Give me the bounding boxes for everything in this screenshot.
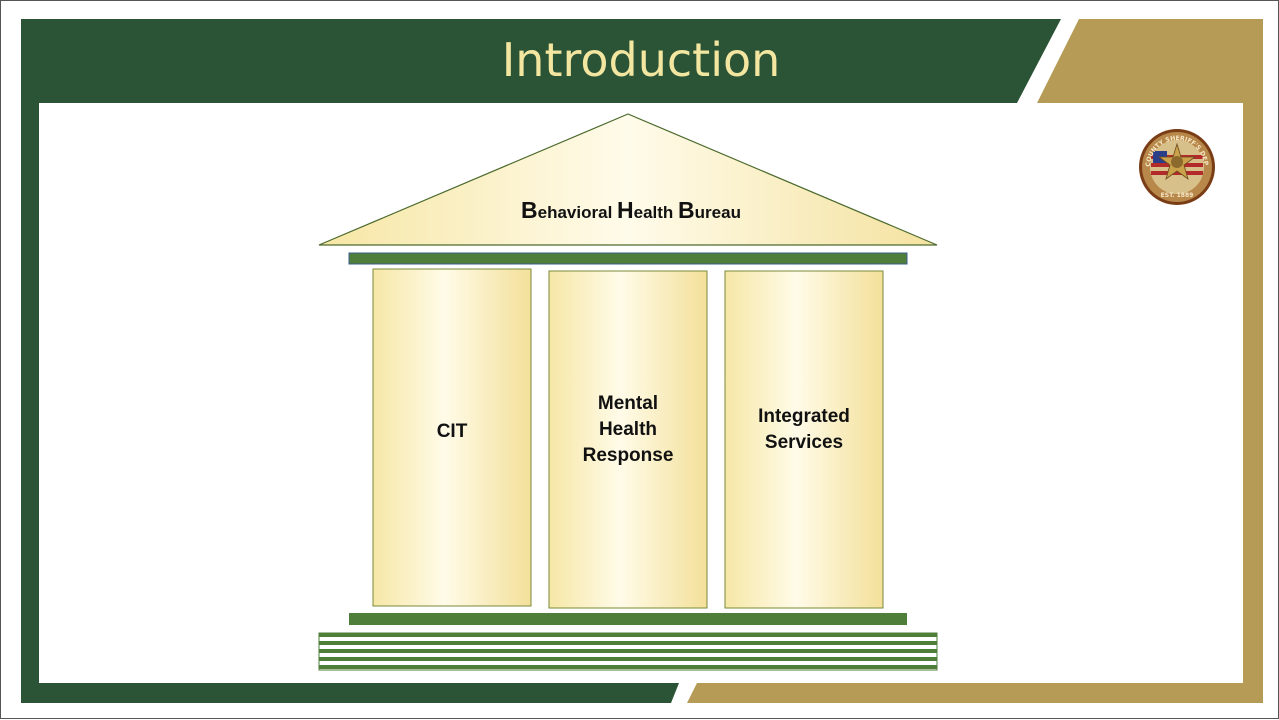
bureau-word-1: ehavioral <box>537 203 618 222</box>
pillar-label-integrated-services: Integrated Services <box>725 404 883 456</box>
pillar-label-mental-health-response: Mental Health Response <box>549 391 707 469</box>
pillar-1-line-1: CIT <box>436 421 468 442</box>
seal-year-text: EST. 1889 <box>1161 192 1194 199</box>
building-pediment <box>318 113 938 246</box>
bureau-word-3: ureau <box>694 203 741 222</box>
title-banner <box>21 19 1061 103</box>
bureau-word-2: ealth <box>633 203 679 222</box>
gold-accent-top <box>1037 19 1263 103</box>
bottom-gold-strip <box>687 683 1263 703</box>
pillar-3-line-2: Services <box>764 432 844 453</box>
pillar-2-line-1: Mental <box>597 393 659 414</box>
sheriff-seal-logo: ORANGE COUNTY SHERIFF'S DEPARTMENT EST. … <box>1137 127 1215 205</box>
pillar-2-line-3: Response <box>582 445 674 466</box>
left-border <box>21 103 39 683</box>
bureau-label: Behavioral Health Bureau <box>391 197 871 224</box>
right-border <box>1243 103 1263 703</box>
pillar-1 <box>372 268 532 607</box>
building-steps <box>318 632 938 671</box>
pillar-2-line-2: Health <box>598 419 658 440</box>
bottom-green-strip <box>21 683 679 703</box>
pillar-3-line-1: Integrated <box>758 406 850 427</box>
bureau-initial-b2: B <box>678 197 695 223</box>
top-beam <box>348 252 908 265</box>
pillar-2 <box>548 270 708 609</box>
bottom-beam <box>349 613 907 625</box>
pillar-3 <box>724 270 884 609</box>
bureau-initial-h: H <box>617 197 634 223</box>
slide-title: Introduction <box>501 33 781 87</box>
pillar-label-cit: CIT <box>373 419 531 445</box>
bureau-initial-b: B <box>521 197 538 223</box>
